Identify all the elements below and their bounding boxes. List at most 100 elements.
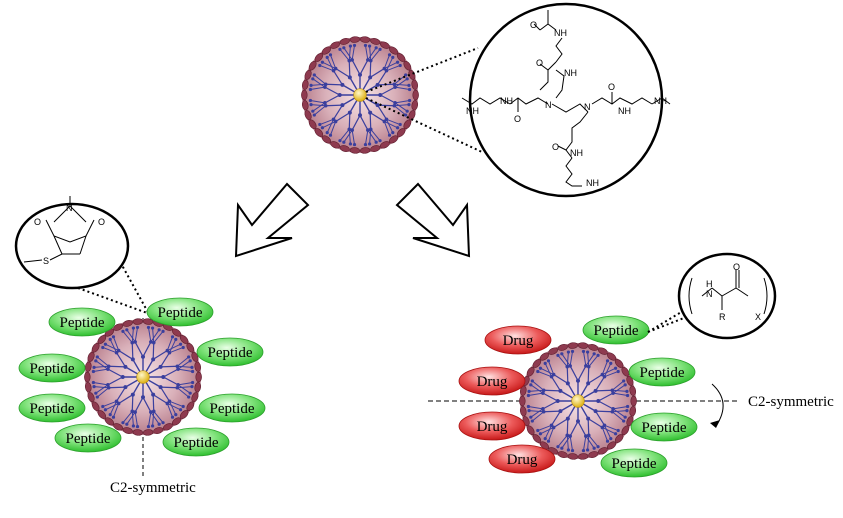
- dendrimer-surface-group: [330, 141, 341, 149]
- left-zoom-circle: N O O S: [14, 196, 130, 290]
- dendrimer-node: [546, 359, 551, 363]
- dendrimer-node: [135, 424, 140, 429]
- dendrimer-branch: [383, 54, 390, 69]
- dendrimer-surface-group: [630, 395, 637, 407]
- dendrimer-node: [538, 432, 543, 436]
- dendrimer-node: [391, 130, 395, 135]
- dendrimer-node: [188, 391, 192, 395]
- dendrimer-surface-group: [519, 406, 527, 417]
- peptide-shape: [582, 315, 650, 345]
- dendrimer-core: [136, 370, 150, 384]
- dendrimer-branch: [359, 115, 369, 131]
- dendrimer-branch: [177, 360, 191, 370]
- dendrimer-node: [320, 60, 325, 64]
- dendrimer-branch: [585, 435, 595, 449]
- dendrimer-branch: [537, 424, 552, 431]
- dendrimer-branch: [324, 86, 340, 96]
- dendrimer-branch: [369, 60, 372, 78]
- peptide-shape: [600, 448, 668, 478]
- dendrimer-node: [146, 424, 151, 429]
- dendrimer-node: [103, 342, 108, 346]
- dendrimer-node: [596, 445, 600, 449]
- atom-n: N: [66, 203, 73, 213]
- dendrimer-node: [157, 422, 161, 426]
- dendrimer-surface-group: [359, 36, 371, 43]
- atom-nh: NH: [586, 178, 599, 188]
- dendrimer-branch: [109, 339, 117, 353]
- dendrimer-node: [190, 380, 195, 385]
- dendrimer-node: [190, 384, 194, 389]
- dendrimer-surface-group: [308, 60, 317, 71]
- dendrimer-surface-group: [321, 46, 332, 55]
- peptide: Peptide: [628, 357, 696, 387]
- dendrimer-node: [625, 389, 629, 394]
- dendrimer-branch: [116, 352, 126, 368]
- dendrimer-branch: [153, 331, 164, 344]
- dendrimer-node: [352, 142, 357, 147]
- dendrimer-branch: [551, 376, 561, 392]
- peptide-shape: [48, 307, 116, 337]
- dendrimer-node: [529, 415, 533, 419]
- dendrimer-surface-group: [132, 429, 144, 436]
- dendrimer-surface-group: [87, 392, 95, 403]
- dendrimer-node: [150, 326, 155, 330]
- dendrimer-branch: [324, 94, 340, 104]
- dendrimer-node: [108, 337, 112, 342]
- dendrimer-surface-group: [539, 352, 550, 361]
- dendrimer-branch: [152, 342, 155, 360]
- dendrimer-node: [367, 44, 372, 48]
- dendrimer-branch: [528, 392, 543, 397]
- dendrimer-node: [338, 139, 342, 143]
- dendrimer-branch: [557, 434, 568, 447]
- peptide-shape: [54, 423, 122, 453]
- dendrimer-branch: [604, 363, 612, 377]
- atom-x: X: [755, 312, 761, 322]
- dendrimer-node: [318, 122, 322, 127]
- dendrimer-node: [622, 379, 626, 383]
- dendrimer-node: [378, 139, 382, 143]
- dendrimer-surface-group: [411, 79, 419, 90]
- pamam-structure: [461, 10, 671, 187]
- dendrimer-node: [318, 63, 322, 68]
- dendrimer-branch: [532, 380, 545, 391]
- dendrimer-surface-group: [532, 434, 542, 443]
- dendrimer-branch: [160, 386, 170, 402]
- dendrimer-node: [181, 404, 185, 409]
- dendrimer-branch: [94, 365, 109, 368]
- peptide-shape: [146, 297, 214, 327]
- dendrimer-surface-group: [191, 392, 199, 403]
- dendrimer-node: [311, 109, 315, 113]
- dendrimer-node: [546, 439, 551, 443]
- dendrimer-surface-group: [194, 361, 202, 372]
- dendrimer-surface-group: [396, 53, 406, 62]
- dendrimer-branch: [395, 99, 410, 104]
- dendrimer-branch: [602, 367, 616, 375]
- dendrimer-node: [605, 439, 610, 443]
- dendrimer-branch: [611, 411, 624, 422]
- dendrimer-branch: [548, 427, 555, 442]
- atom-o: O: [530, 20, 537, 30]
- dendrimer-node: [338, 47, 342, 51]
- dendrimer-branch: [147, 412, 152, 427]
- dendrimer-branch: [152, 411, 155, 426]
- drug: Drug: [458, 411, 526, 441]
- dendrimer-surface-group: [370, 145, 381, 152]
- top-zoom-circle: NH O NH O N N NH O NH O NH NH O NH NH: [461, 2, 671, 198]
- dendrimer-surface-group: [122, 320, 133, 327]
- dendrimer-branch: [611, 380, 624, 391]
- dendrimer-surface-group: [588, 344, 599, 351]
- dendrimer-core: [353, 88, 367, 102]
- dendrimer-branch: [163, 376, 179, 386]
- dendrimer-node: [309, 83, 313, 88]
- dendrimer-node: [101, 404, 105, 409]
- dendrimer-surface-group: [403, 60, 412, 71]
- dendrimer-branch: [386, 65, 401, 72]
- atom-nh: NH: [466, 106, 479, 116]
- dendrimer-branch: [543, 389, 561, 392]
- atom-n: N: [584, 102, 591, 112]
- peptide-shape: [18, 393, 86, 423]
- dendrimer-node: [312, 113, 316, 117]
- peptide: Peptide: [196, 337, 264, 367]
